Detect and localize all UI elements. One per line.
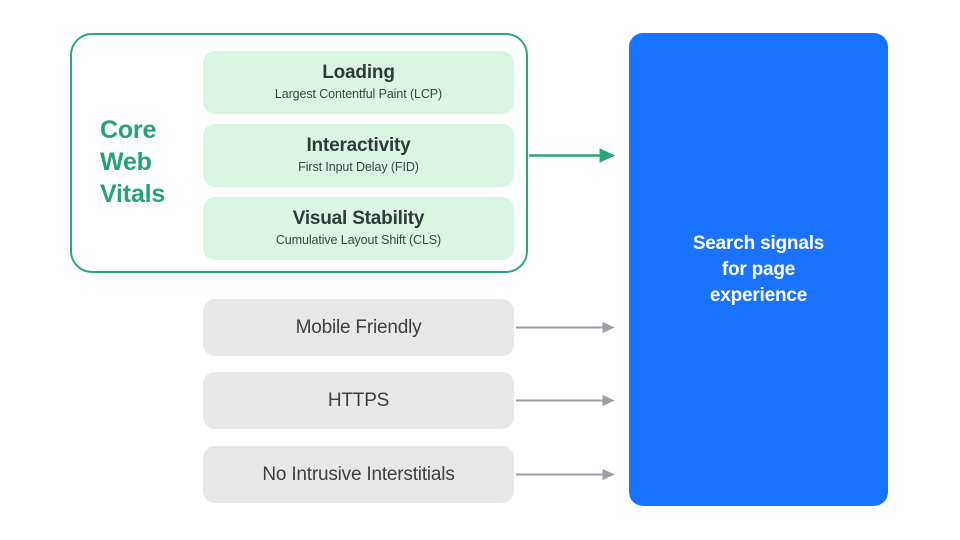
metric-card-loading: Loading Largest Contentful Paint (LCP) xyxy=(203,51,514,114)
metric-card-interactivity: Interactivity First Input Delay (FID) xyxy=(203,124,514,187)
metric-card-visual-stability: Visual Stability Cumulative Layout Shift… xyxy=(203,197,514,260)
core-web-vitals-group-label: Core Web Vitals xyxy=(100,114,195,210)
signal-label-https: HTTPS xyxy=(327,389,390,411)
signal-card-mobile-friendly: Mobile Friendly xyxy=(203,299,514,356)
metric-subtitle-loading: Largest Contentful Paint (LCP) xyxy=(274,87,443,101)
signal-label-mobile-friendly: Mobile Friendly xyxy=(295,316,422,338)
metric-subtitle-interactivity: First Input Delay (FID) xyxy=(298,160,419,174)
result-box-text: Search signals for page experience xyxy=(692,232,825,306)
core-web-vitals-label-line-3: Vitals xyxy=(100,180,166,208)
metric-title-loading: Loading xyxy=(322,62,395,83)
core-web-vitals-label-line-2: Web xyxy=(100,148,152,176)
result-box: Search signals for page experience xyxy=(629,33,888,506)
core-web-vitals-container xyxy=(70,33,528,273)
core-web-vitals-label-line-1: Core xyxy=(100,116,157,144)
metric-subtitle-visual-stability: Cumulative Layout Shift (CLS) xyxy=(275,233,442,247)
signal-card-no-intrusive-interstitials: No Intrusive Interstitials xyxy=(203,446,514,503)
signal-label-no-intrusive-interstitials: No Intrusive Interstitials xyxy=(262,463,455,485)
metric-title-visual-stability: Visual Stability xyxy=(292,208,425,229)
signal-card-https: HTTPS xyxy=(203,372,514,429)
metric-title-interactivity: Interactivity xyxy=(306,135,411,156)
